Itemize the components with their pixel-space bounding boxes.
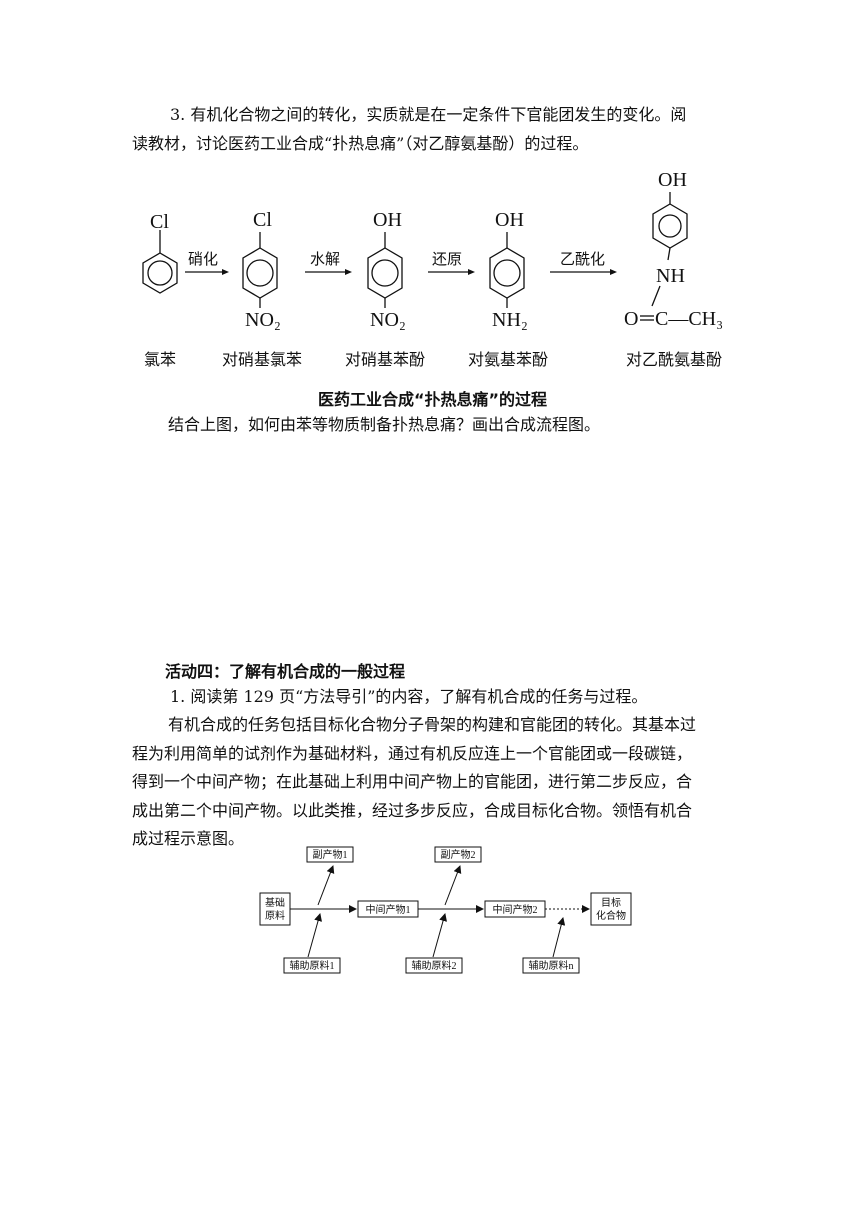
auxn-label: 辅助原料n [529, 959, 574, 972]
p-nitrophenol-structure: OH NO₂ [367, 209, 406, 331]
nh2-label: NH₂ [492, 309, 528, 331]
name-p-nitrochlorobenzene: 对硝基氯苯 [222, 351, 302, 369]
base-material-line1: 基础 [265, 896, 285, 909]
scheme-caption: 医药工业合成“扑热息痛”的过程 [318, 390, 548, 409]
oh-label-3: OH [658, 169, 687, 191]
activity4-para-line2: 程为利用简单的试剂作为基础材料，通过有机反应连上一个官能团或一段碳链， [132, 744, 693, 763]
name-p-aminophenol: 对氨基苯酚 [468, 351, 548, 369]
activity4-para-line5: 成过程示意图。 [132, 829, 245, 848]
aux1-label: 辅助原料1 [290, 959, 335, 972]
carbonyl-o-label: O [624, 308, 638, 330]
step-hydrolysis: 水解 [310, 251, 340, 268]
activity4-item1: 1. 阅读第 129 页“方法导引”的内容，了解有机合成的任务与过程。 [170, 687, 648, 706]
byproduct2-label: 副产物2 [441, 848, 476, 861]
question-text: 结合上图，如何由苯等物质制备扑热息痛？画出合成流程图。 [168, 415, 601, 434]
chlorobenzene-structure: Cl [142, 211, 178, 294]
activity4-heading: 活动四：了解有机合成的一般过程 [165, 662, 406, 681]
aux2-label: 辅助原料2 [412, 959, 457, 972]
byproduct2-box [434, 846, 482, 863]
step-reduction: 还原 [432, 251, 462, 268]
aux1-box [283, 957, 341, 974]
name-p-nitrophenol: 对硝基苯酚 [345, 351, 425, 369]
target-compound-line1: 目标 [601, 897, 621, 909]
intermediate1-label: 中间产物1 [366, 903, 411, 916]
paracetamol-structure: OH NH O C—CH₃ [624, 169, 723, 330]
activity4-para-line4: 成出第二个中间产物。以此类推，经过多步反应，合成目标化合物。领悟有机合 [132, 801, 693, 820]
name-chlorobenzene: 氯苯 [144, 351, 176, 369]
p-aminophenol-structure: OH NH₂ [489, 209, 528, 331]
name-paracetamol: 对乙酰氨基酚 [626, 351, 722, 369]
synthesis-flow-diagram: 副产物1 副产物2 基础 原料 中间产物1 中间产物2 目标 化合物 辅助原料1 [259, 846, 632, 974]
no2-label-2: NO₂ [370, 309, 406, 331]
byproduct1-box [306, 846, 354, 863]
target-compound-line2: 化合物 [596, 909, 626, 922]
cl-label-2: Cl [253, 209, 272, 231]
activity4-para-line3: 得到一个中间产物；在此基础上利用中间产物上的官能团，进行第二步反应，合 [132, 772, 693, 791]
step-acetylation: 乙酰化 [560, 251, 605, 268]
ch3-label: C—CH₃ [655, 308, 723, 330]
cl-label: Cl [150, 211, 169, 233]
byproduct1-label: 副产物1 [313, 848, 348, 861]
target-compound-box [590, 892, 632, 926]
base-material-line2: 原料 [265, 909, 285, 922]
intermediate2-label: 中间产物2 [493, 903, 538, 916]
oh-label-2: OH [495, 209, 524, 231]
step-nitration: 硝化 [188, 251, 218, 268]
section3-line2: 读教材，讨论医药工业合成“扑热息痛”（对乙醇氨基酚）的过程。 [132, 134, 589, 153]
p-nitrochlorobenzene-structure: Cl NO₂ [242, 209, 281, 331]
auxn-box [522, 957, 580, 974]
oh-label: OH [373, 209, 402, 231]
nh-label: NH [656, 265, 685, 287]
activity4-para-line1: 有机合成的任务包括目标化合物分子骨架的构建和官能团的转化。其基本过 [168, 715, 697, 734]
reaction-scheme: Cl 硝化 Cl NO₂ 水解 OH NO₂ 还原 [142, 169, 723, 369]
no2-label: NO₂ [245, 309, 281, 331]
aux2-box [405, 957, 463, 974]
section3-line1: 3. 有机化合物之间的转化，实质就是在一定条件下官能团发生的变化。阅 [170, 105, 687, 124]
